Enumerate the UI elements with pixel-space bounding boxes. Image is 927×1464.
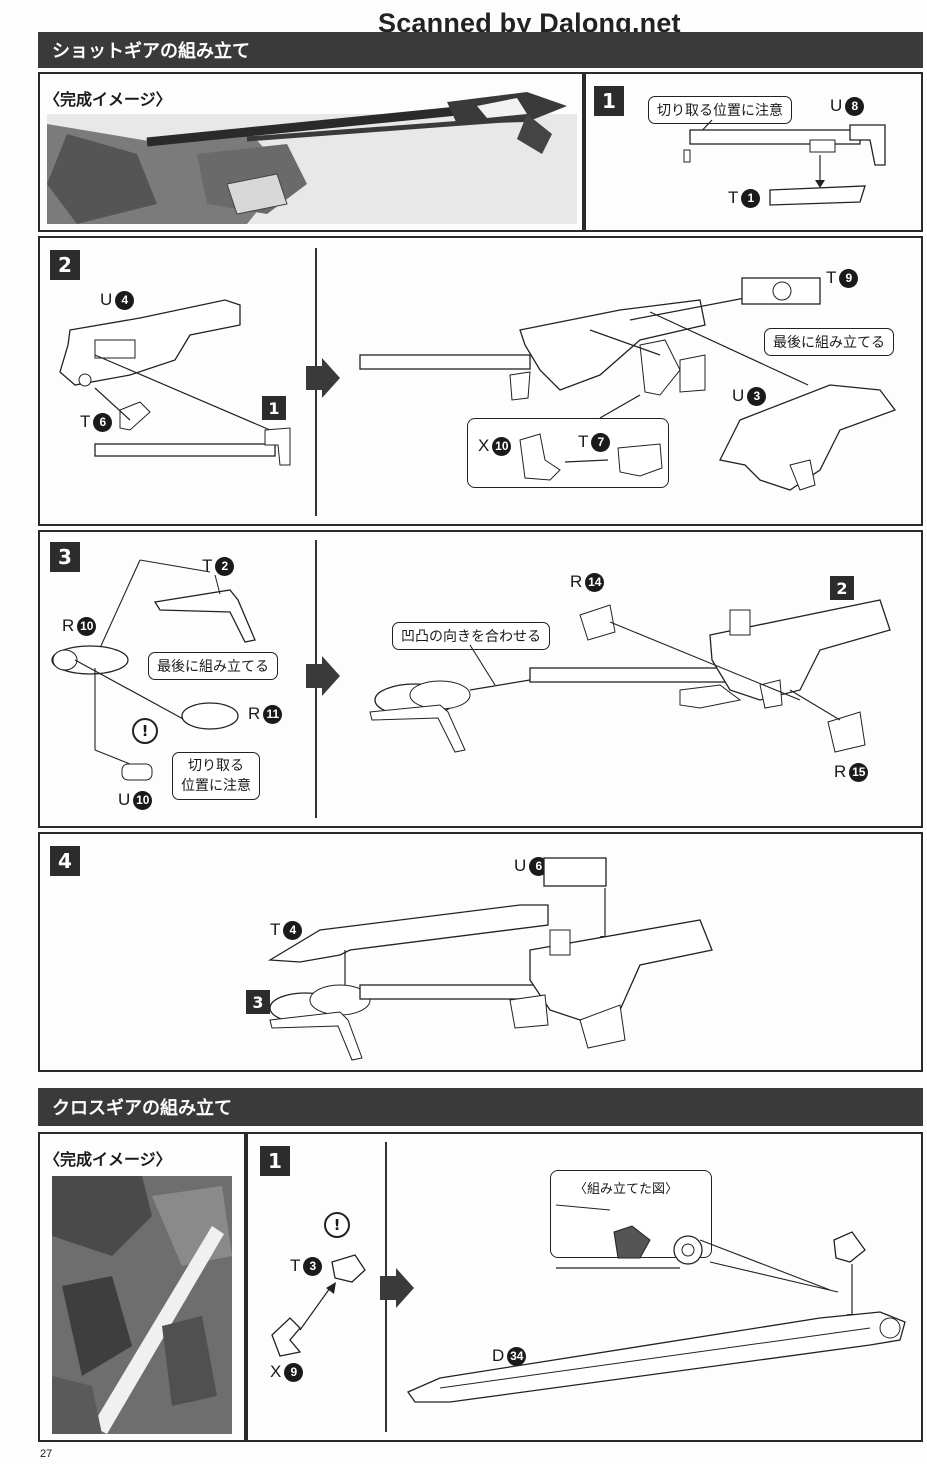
callout-line-1: 切り取る (188, 758, 244, 774)
step-ref-1: 1 (262, 396, 286, 420)
caution-icon: ! (132, 718, 158, 744)
page-number: 27 (40, 1448, 53, 1460)
caution-icon: ! (324, 1212, 350, 1238)
completed-image-panel (38, 1132, 246, 1442)
completed-image-photo (47, 84, 577, 224)
next-arrow-icon (306, 656, 340, 696)
assemble-last-callout: 最後に組み立てる (764, 328, 894, 356)
step-1-panel (246, 1132, 923, 1442)
cut-position-callout: 切り取る 位置に注意 (172, 752, 260, 800)
step-ref-2: 2 (830, 576, 854, 600)
step-number: 1 (594, 86, 624, 116)
section-title: ショットギアの組み立て (52, 41, 250, 62)
section-header-shot-gear: ショットギアの組み立て (38, 32, 923, 68)
cut-position-callout: 切り取る位置に注意 (648, 96, 792, 124)
next-arrow-icon (306, 358, 340, 398)
completed-image-panel (38, 72, 584, 232)
next-arrow-icon (380, 1268, 414, 1308)
step-2-panel (38, 236, 923, 526)
step-number: 4 (50, 846, 80, 876)
section-header-cross-gear: クロスギアの組み立て (38, 1088, 923, 1126)
section-title: クロスギアの組み立て (52, 1098, 232, 1119)
step-4-panel (38, 832, 923, 1072)
assemble-last-callout: 最後に組み立てる (148, 652, 278, 680)
step-1-panel (584, 72, 923, 232)
step-number: 1 (260, 1146, 290, 1176)
step-ref-3: 3 (246, 990, 270, 1014)
completed-image-label: 〈完成イメージ〉 (44, 90, 172, 109)
step-number: 2 (50, 250, 80, 280)
completed-image-label: 〈完成イメージ〉 (44, 1150, 172, 1169)
step-3-panel (38, 530, 923, 828)
completed-image-photo (52, 1176, 232, 1434)
step-number: 3 (50, 542, 80, 572)
assembled-view-label: 〈組み立てた図〉 (574, 1182, 679, 1197)
callout-line-2: 位置に注意 (181, 778, 251, 794)
align-direction-callout: 凹凸の向きを合わせる (392, 622, 550, 650)
